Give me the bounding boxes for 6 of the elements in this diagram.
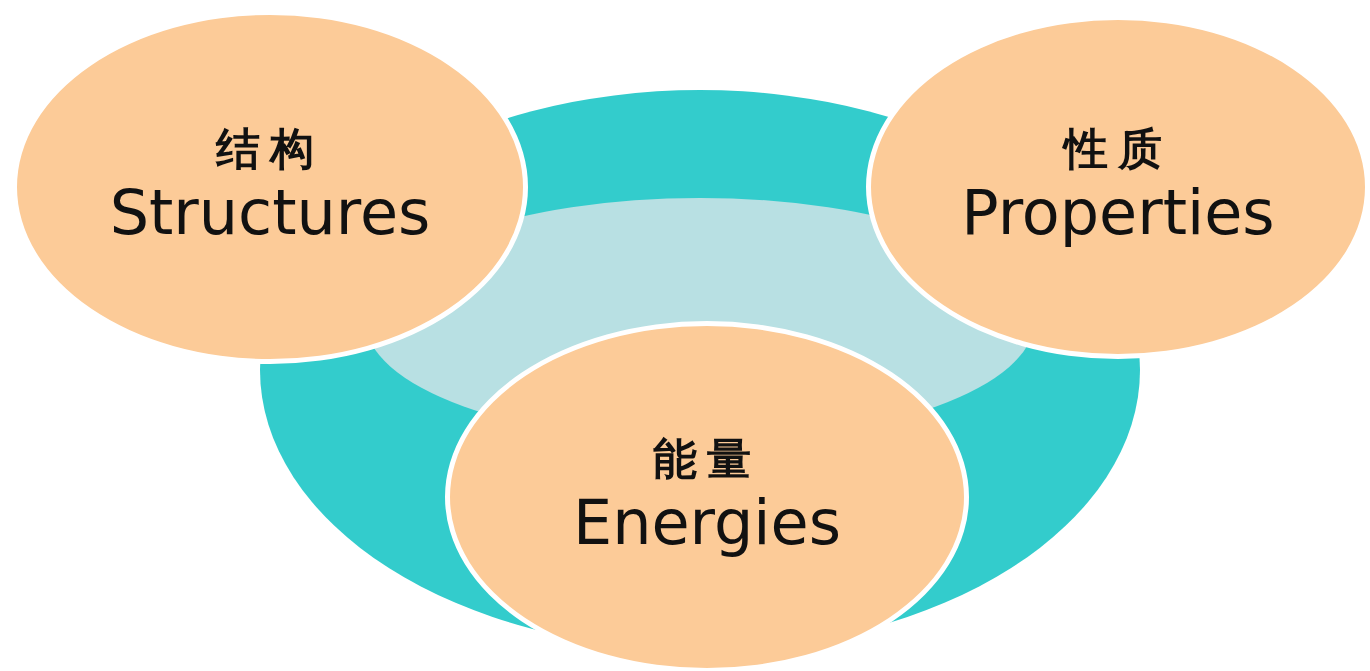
node-title: 性质 — [1064, 123, 1172, 177]
node-label: Structures — [109, 176, 431, 251]
node-label: Properties — [961, 176, 1275, 251]
node-title: 结构 — [216, 123, 324, 177]
node-title: 能量 — [653, 433, 761, 487]
node-label: Energies — [572, 486, 841, 561]
